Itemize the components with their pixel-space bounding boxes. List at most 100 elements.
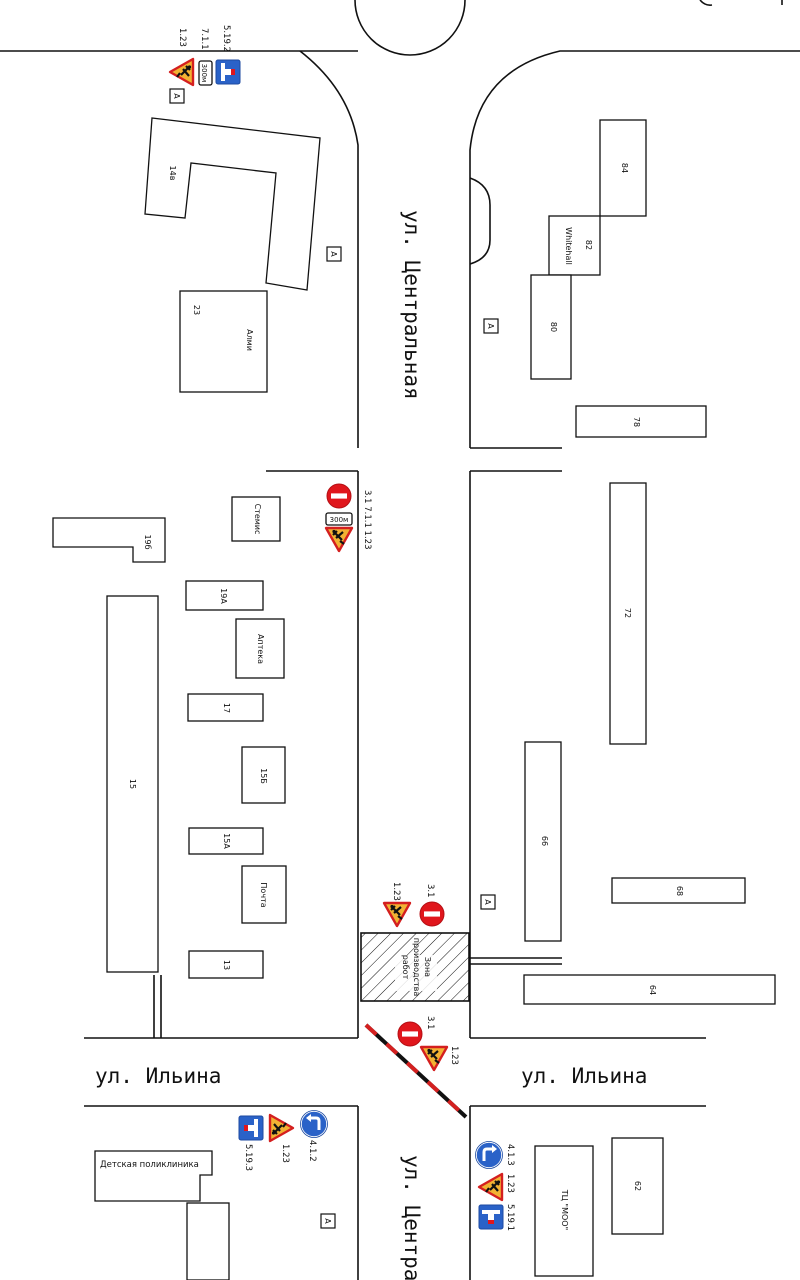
code-inter-31: 3.1 [425,1016,435,1030]
building-13 [188,950,264,979]
building-84-label: 84 [620,163,629,173]
building-15b-label: 15Б [259,768,268,784]
building-80 [530,274,572,380]
dead-end-sign-bottom-right [478,1204,504,1230]
building-66 [524,741,562,942]
building-almi-label: Алми [245,329,254,351]
top-right-fragment [699,0,713,6]
building-19b-label: 19б [143,534,152,549]
building-tc-moo [534,1145,594,1277]
building-whitehall-label: Whitehall [564,227,573,265]
stop-central-right: А [483,318,499,334]
svg-text:А: А [172,93,181,99]
road-works-sign-bottom-right [477,1172,504,1202]
svg-text:300м: 300м [330,516,349,524]
street-ilina-left: ул. Ильина [95,1064,221,1088]
stop-mid-right: А [480,894,496,910]
building-68 [611,877,746,904]
code-bl-412: 4.1.2 [307,1140,317,1162]
dead-end-sign-top [215,59,241,85]
road-works-sign-intersection [419,1045,449,1072]
building-pochta [241,865,287,924]
building-15a-label: 15А [222,833,231,849]
code-mid-left: 3.1 7.1.1 1.23 [362,490,372,549]
building-polyclinic [94,1150,213,1202]
svg-text:А: А [486,323,495,329]
street-central-bottom: ул. Центра [400,1155,424,1280]
no-entry-sign-zone [419,901,445,927]
building-19b [52,517,166,563]
svg-text:А: А [329,251,338,257]
work-zone-label-2: производства [412,938,421,997]
stop-top-left: А [169,88,185,104]
stop-bottom-left: А [320,1213,336,1229]
distance-plate-top: 300м [198,60,213,86]
building-19a [185,580,264,611]
building-82 [548,215,601,276]
building-66-label: 66 [540,836,549,846]
code-br-123: 1.23 [505,1174,515,1193]
work-zone-label-1: Зона [423,957,432,977]
dead-end-sign-bottom-left [238,1115,264,1141]
building-15b [241,746,286,804]
building-84 [599,119,647,217]
code-br-5191: 5.19.1 [505,1204,515,1231]
building-72-label: 72 [623,608,632,618]
code-bl-123: 1.23 [280,1144,290,1163]
work-zone-label-3: работ [401,955,410,980]
street-central-top: ул. Центральная [400,210,424,400]
building-78-label: 78 [632,417,641,427]
building-80-label: 80 [549,322,558,332]
building-68-label: 68 [675,886,684,896]
building-pochta-label: Почта [259,882,268,907]
code-bl-5193: 5.19.3 [243,1144,253,1171]
svg-text:А: А [483,899,492,905]
road-works-sign-zone [382,901,412,928]
building-62 [611,1137,664,1235]
arrow-sign-bottom-left [299,1109,329,1139]
building-62-label: 62 [633,1181,642,1191]
code-br-413: 4.1.3 [505,1144,515,1166]
road-works-sign-bottom-left [268,1113,295,1143]
code-top-123: 1.23 [177,28,187,47]
street-ilina-right: ул. Ильина [521,1064,647,1088]
building-19a-label: 19А [219,588,228,604]
building-72 [609,482,647,745]
building-78 [575,405,707,438]
building-23 [179,290,268,393]
no-entry-sign-mid [326,483,352,509]
building-15-label: 15 [128,779,137,789]
building-15 [106,595,159,973]
stop-central-left: А [326,246,342,262]
distance-plate-mid: 300м [325,512,353,526]
building-13-label: 13 [222,960,231,970]
work-zone-label-bg [395,955,437,991]
building-polyclinic-wing [186,1202,230,1280]
building-23-label: 23 [192,305,201,315]
building-14v-label: 14в [168,166,177,181]
building-15a [188,827,264,855]
svg-text:А: А [323,1218,332,1224]
building-64-label: 64 [648,985,657,995]
building-apteka [235,618,285,679]
code-zone-31: 3.1 [425,884,435,898]
building-tc-moo-label: ТЦ "МОО" [560,1189,569,1231]
building-17-label: 17 [222,703,231,713]
building-17 [187,693,264,722]
no-entry-sign-intersection [397,1021,423,1047]
code-zone-123: 1.23 [391,882,401,901]
building-polyclinic-label: Детская поликлиника [100,1160,199,1170]
code-top-711: 7.1.1 [199,28,209,50]
road-works-sign-top [168,57,195,87]
arrow-sign-bottom-right [474,1140,504,1170]
building-stemis-label: Стемис [253,504,262,535]
building-82-label: 82 [584,240,593,250]
road-works-sign-mid [324,526,354,553]
building-14v [144,117,321,291]
barrier [364,1023,468,1119]
building-64 [523,974,776,1005]
svg-text:300м: 300м [200,64,208,83]
building-apteka-label: Аптека [256,634,265,664]
